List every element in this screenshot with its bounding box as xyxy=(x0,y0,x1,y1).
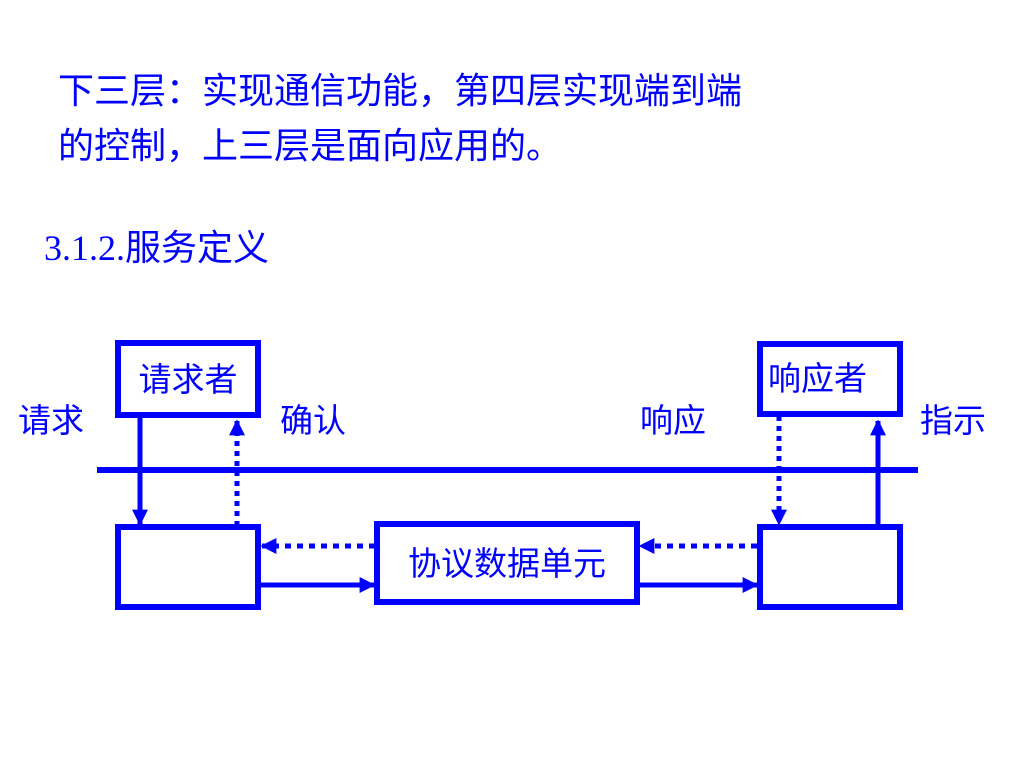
right-entity-box xyxy=(757,524,903,610)
confirm-label: 确认 xyxy=(280,401,346,440)
responder-box xyxy=(757,341,903,417)
pdu-box xyxy=(374,521,640,605)
intro-text-line-1: 下三层：实现通信功能，第四层实现端到端 xyxy=(58,71,743,112)
left-entity-box xyxy=(115,524,261,610)
request-label: 请求 xyxy=(18,401,84,440)
intro-text-line-2: 的控制，上三层是面向应用的。 xyxy=(58,126,563,167)
pdu-box-label: 协议数据单元 xyxy=(408,544,606,583)
requester-box xyxy=(115,340,261,418)
requester-box-label: 请求者 xyxy=(139,360,238,399)
response-label: 响应 xyxy=(640,401,706,440)
section-heading: 3.1.2.服务定义 xyxy=(44,228,270,268)
responder-box-label: 响应者 xyxy=(768,359,867,398)
indication-label: 指示 xyxy=(920,401,986,440)
